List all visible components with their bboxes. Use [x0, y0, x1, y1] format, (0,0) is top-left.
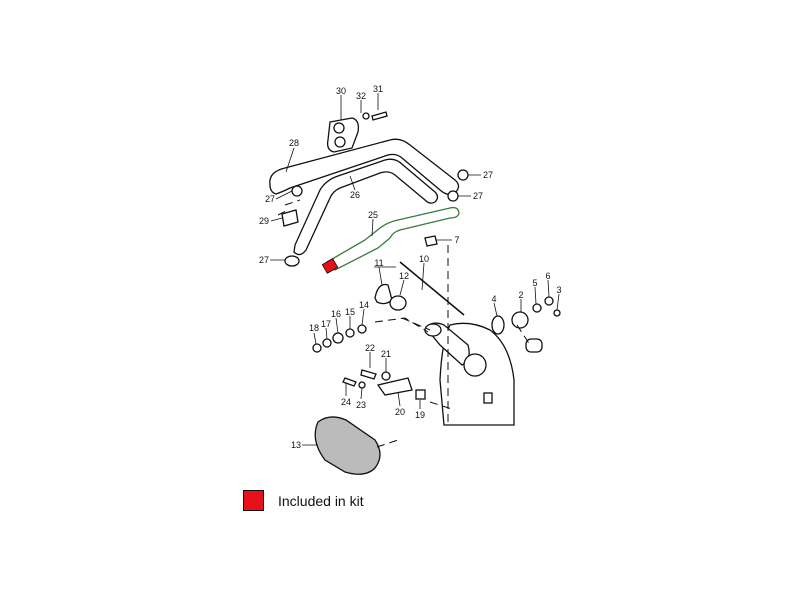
label-13: 13: [291, 440, 301, 450]
label-29: 29: [259, 216, 269, 226]
label-32: 32: [356, 91, 366, 101]
label-20: 20: [395, 407, 405, 417]
label-23: 23: [356, 400, 366, 410]
label-30: 30: [336, 86, 346, 96]
label-27: 27: [265, 194, 275, 204]
label-17: 17: [321, 319, 331, 329]
legend: Included in kit: [243, 490, 364, 511]
bracket-parts: [342, 369, 493, 404]
housing-30: [326, 111, 388, 153]
label-25: 25: [368, 210, 378, 220]
label-18: 18: [309, 323, 319, 333]
washers: [312, 324, 367, 353]
legend-swatch: [243, 490, 264, 511]
label-4: 4: [491, 294, 496, 304]
label-12: 12: [399, 271, 409, 281]
oil-tank: [424, 322, 515, 426]
label-28: 28: [289, 138, 299, 148]
label-3: 3: [556, 285, 561, 295]
label-11: 11: [374, 258, 383, 268]
label-27: 27: [483, 170, 493, 180]
label-10: 10: [419, 254, 429, 264]
label-24: 24: [341, 397, 351, 407]
label-26: 26: [350, 190, 360, 200]
label-5: 5: [532, 278, 537, 288]
label-27: 27: [473, 191, 483, 201]
label-27: 27: [259, 255, 269, 265]
label-15: 15: [345, 307, 355, 317]
label-7: 7: [454, 235, 459, 245]
label-19: 19: [415, 410, 425, 420]
label-16: 16: [331, 309, 341, 319]
label-21: 21: [381, 349, 391, 359]
dipstick-10: [399, 261, 465, 316]
highlighted-part: [321, 258, 339, 274]
label-22: 22: [365, 343, 375, 353]
clamps: [281, 169, 469, 267]
seal-12: [389, 295, 407, 311]
label-6: 6: [545, 271, 550, 281]
label-14: 14: [359, 300, 369, 310]
label-31: 31: [373, 84, 383, 94]
legend-label: Included in kit: [278, 492, 364, 509]
cap-11: [374, 283, 393, 305]
part-number-labels: 30 32 31 28 27 27 27 26 29 25 7 27 11 10…: [259, 84, 562, 450]
heat-shield-13: [314, 416, 381, 475]
hose-26: [293, 158, 439, 256]
label-2: 2: [518, 290, 523, 300]
hose-25: [321, 206, 460, 274]
assembly-lines: [277, 199, 531, 448]
leader-lines: [270, 93, 560, 446]
